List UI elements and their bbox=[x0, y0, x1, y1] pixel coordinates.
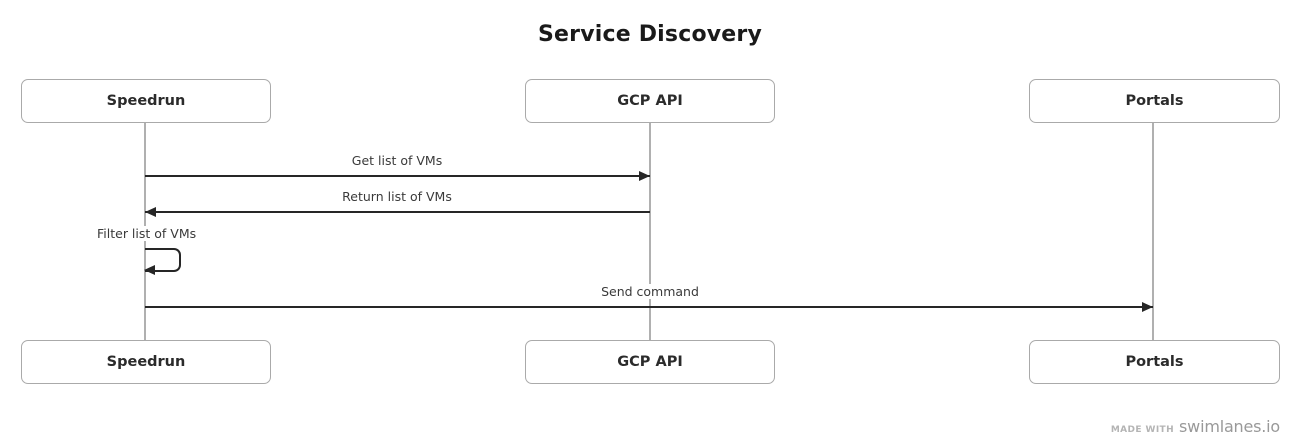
message-label: Send command bbox=[596, 284, 704, 299]
lifeline-gcp-api bbox=[649, 123, 651, 340]
message-line bbox=[145, 175, 650, 177]
arrow-head-left-icon bbox=[144, 265, 155, 275]
self-loop-path bbox=[145, 248, 181, 272]
message-label: Filter list of VMs bbox=[92, 226, 202, 241]
participant-label: Portals bbox=[1125, 354, 1184, 370]
participant-box-speedrun-bottom[interactable]: Speedrun bbox=[21, 340, 271, 384]
participant-box-portals-bottom[interactable]: Portals bbox=[1029, 340, 1280, 384]
message-label: Get list of VMs bbox=[346, 153, 448, 168]
arrow-head-right-icon bbox=[639, 171, 650, 181]
message-filter-list-of-vms[interactable]: Filter list of VMs bbox=[92, 226, 255, 278]
footer-credit[interactable]: MADE WITH swimlanes.io bbox=[1111, 417, 1280, 436]
participant-label: Speedrun bbox=[106, 354, 186, 370]
footer-brand-link[interactable]: swimlanes.io bbox=[1179, 417, 1280, 436]
message-line bbox=[145, 211, 650, 213]
footer-made-with-label: MADE WITH bbox=[1110, 425, 1175, 435]
participant-label: GCP API bbox=[617, 354, 683, 370]
page-title: Service Discovery bbox=[537, 22, 763, 47]
participant-box-gcp-api-top[interactable]: GCP API bbox=[525, 79, 775, 123]
message-label: Return list of VMs bbox=[337, 189, 457, 204]
arrow-head-left-icon bbox=[145, 207, 156, 217]
lifeline-portals bbox=[1152, 123, 1154, 340]
message-line bbox=[145, 306, 1153, 308]
participant-box-gcp-api-bottom[interactable]: GCP API bbox=[525, 340, 775, 384]
participant-label: GCP API bbox=[617, 93, 683, 109]
participant-box-speedrun-top[interactable]: Speedrun bbox=[21, 79, 271, 123]
participant-label: Portals bbox=[1125, 93, 1184, 109]
participant-box-portals-top[interactable]: Portals bbox=[1029, 79, 1280, 123]
participant-label: Speedrun bbox=[106, 93, 186, 109]
arrow-head-right-icon bbox=[1142, 302, 1153, 312]
